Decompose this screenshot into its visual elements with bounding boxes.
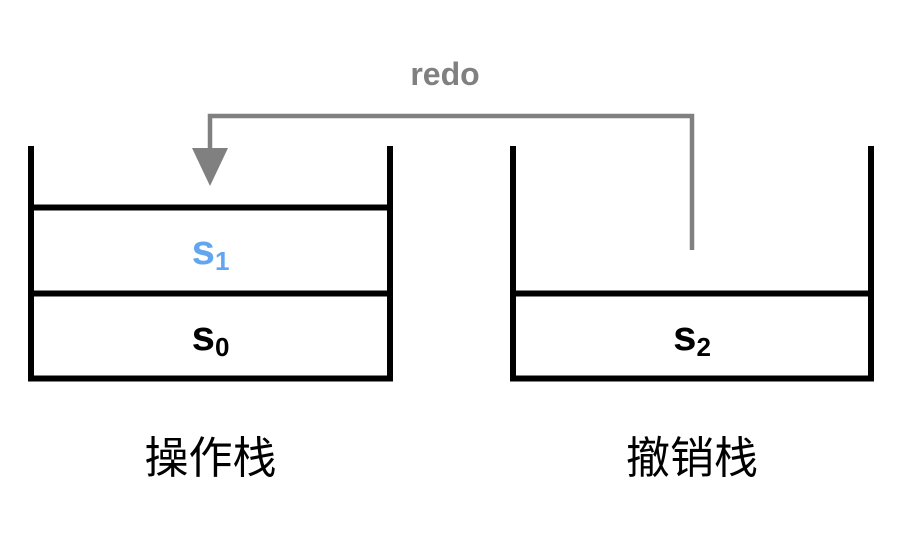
operation-stack-outline <box>28 146 393 382</box>
cell-subscript: 2 <box>696 332 711 363</box>
cell-base: s <box>191 226 215 273</box>
undo-stack-cell-s2: s2 <box>513 312 871 361</box>
undo-stack-outline <box>510 146 874 382</box>
cell-base: s <box>673 312 697 359</box>
operation-stack-cell-s1: s1 <box>31 226 390 275</box>
cell-subscript: 1 <box>214 246 230 277</box>
cell-subscript: 0 <box>214 332 230 363</box>
operation-stack-cell-s0: s0 <box>31 312 390 361</box>
cell-base: s <box>191 312 215 359</box>
undo-stack-caption: 撤销栈 <box>626 433 758 484</box>
redo-edge-label: redo <box>410 56 480 92</box>
redo-arrow-head <box>192 148 228 186</box>
redo-arrow-path <box>207 113 695 250</box>
redo-arrow <box>192 113 695 250</box>
operation-stack-caption: 操作栈 <box>144 433 277 484</box>
